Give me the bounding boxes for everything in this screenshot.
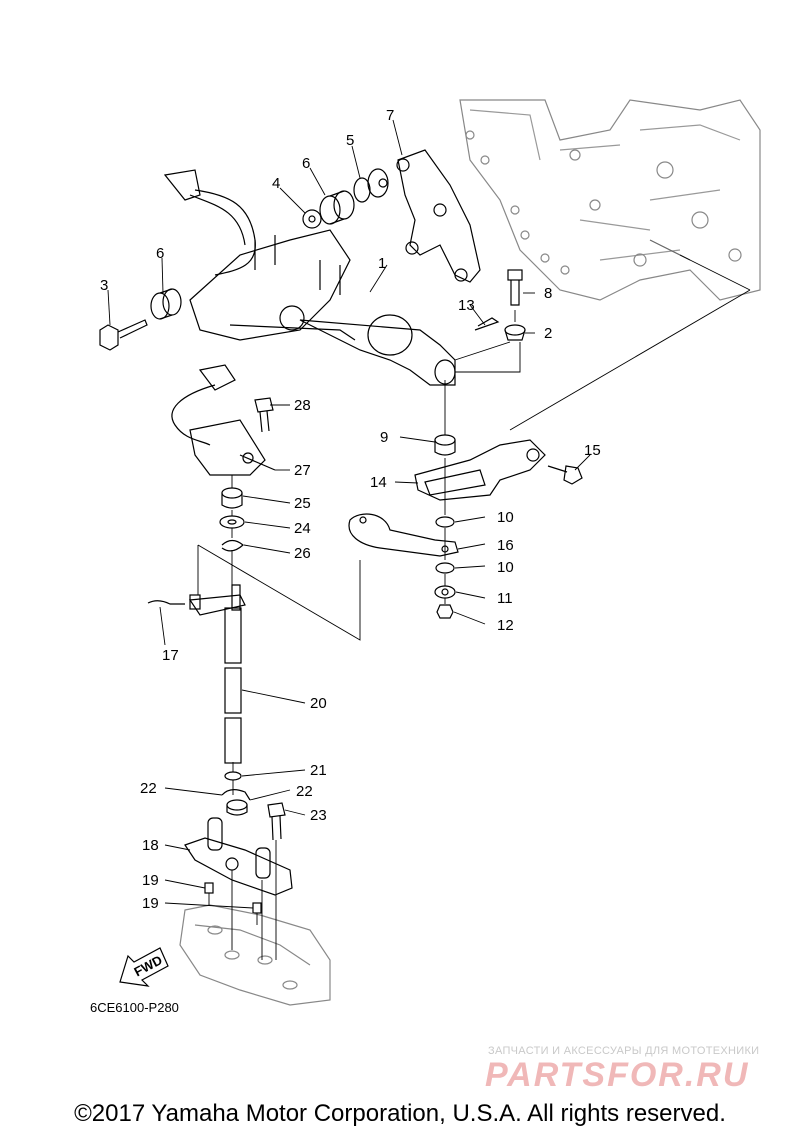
callout-6b: 6	[156, 245, 164, 262]
bolt-15	[547, 465, 583, 485]
callout-15: 15	[584, 442, 601, 459]
watermark-subtitle: ЗАПЧАСТИ И АКСЕССУАРЫ ДЛЯ МОТОТЕХНИКИ	[488, 1045, 760, 1057]
callout-16: 16	[497, 537, 514, 554]
fwd-arrow-icon	[119, 947, 169, 987]
collar-part	[319, 190, 355, 225]
collar-25	[221, 487, 243, 509]
bush-part	[353, 168, 389, 203]
diagram-code: 6CE6100-P280	[90, 1000, 179, 1015]
lower-casing	[179, 904, 331, 1006]
callout-6a: 6	[302, 155, 310, 172]
o-ring	[224, 771, 242, 781]
callout-22b: 22	[296, 783, 313, 800]
callout-26: 26	[294, 545, 311, 562]
bracket-part	[396, 149, 481, 283]
callout-19a: 19	[142, 872, 159, 889]
callout-20: 20	[310, 695, 327, 712]
watermark-brand: PARTSFOR.RU	[485, 1056, 750, 1094]
shift-rod	[224, 607, 242, 764]
callout-4: 4	[272, 175, 280, 192]
callout-23: 23	[310, 807, 327, 824]
callout-1: 1	[378, 255, 386, 272]
callout-11: 11	[497, 590, 513, 607]
shift-rod-lever	[147, 584, 246, 616]
callout-2: 2	[544, 325, 552, 342]
callout-28: 28	[294, 397, 311, 414]
pin-part	[507, 269, 523, 306]
callout-8: 8	[544, 285, 552, 302]
callout-10a: 10	[497, 509, 514, 526]
callout-21: 21	[310, 762, 327, 779]
collar-part-left	[150, 288, 182, 320]
clip-26	[221, 539, 244, 552]
shift-shaft-assembly	[163, 169, 456, 386]
callout-3: 3	[100, 277, 108, 294]
callout-5: 5	[346, 132, 354, 149]
nut-part	[436, 604, 454, 619]
callout-13: 13	[458, 297, 475, 314]
bolt-part	[99, 319, 148, 351]
callout-17: 17	[162, 647, 179, 664]
collar-9	[434, 434, 456, 456]
clip-part	[474, 317, 500, 331]
callout-25: 25	[294, 495, 311, 512]
grommet-part	[221, 789, 251, 816]
callout-12: 12	[497, 617, 514, 634]
bolt-23	[267, 802, 286, 841]
bolt-28	[254, 397, 274, 433]
washer-part	[302, 209, 322, 229]
bush-part-2	[504, 324, 526, 341]
bracket-plate	[184, 817, 293, 896]
callout-24: 24	[294, 520, 311, 537]
callout-9: 9	[380, 429, 388, 446]
engine-block	[459, 99, 761, 301]
callout-22a: 22	[140, 780, 157, 797]
neutral-switch	[171, 364, 276, 476]
callout-10b: 10	[497, 559, 514, 576]
callout-18: 18	[142, 837, 159, 854]
copyright-notice: ©2017 Yamaha Motor Corporation, U.S.A. A…	[74, 1100, 726, 1127]
callout-27: 27	[294, 462, 311, 479]
callout-19b: 19	[142, 895, 159, 912]
shift-lever	[414, 439, 546, 501]
callout-14: 14	[370, 474, 387, 491]
shift-link	[348, 513, 459, 557]
callout-7: 7	[386, 107, 394, 124]
